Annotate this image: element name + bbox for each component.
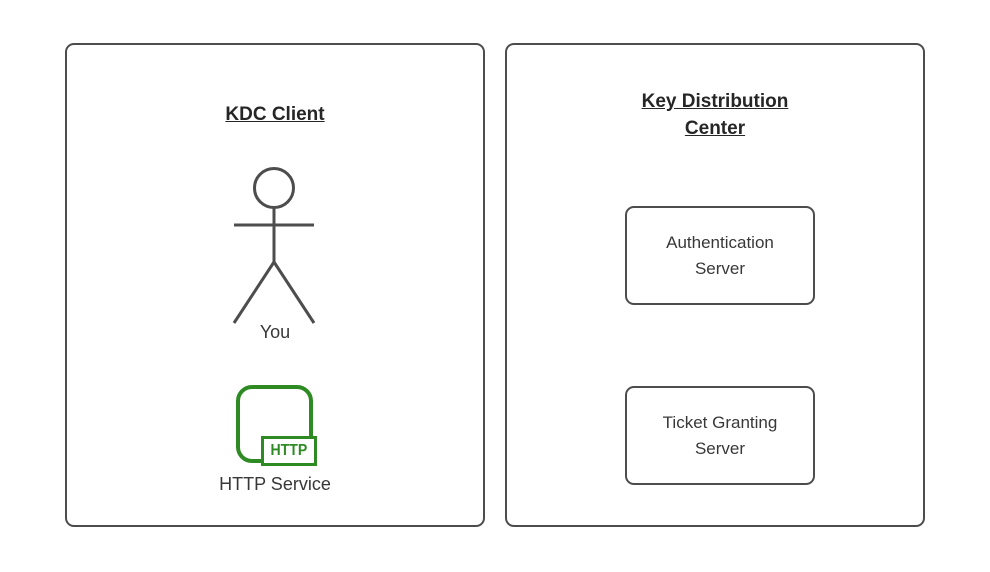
authentication-server-box: Authentication Server: [625, 206, 815, 305]
key-distribution-center-panel: Key Distribution Center Authentication S…: [505, 43, 925, 527]
authentication-server-label: Authentication Server: [666, 232, 774, 278]
actor-label: You: [259, 322, 291, 342]
key-distribution-center-title: Key Distribution Center: [641, 91, 789, 139]
http-badge-text: HTTP: [270, 442, 308, 459]
ticket-granting-server-label: Ticket Granting Server: [662, 412, 778, 458]
http-service-label: HTTP Service: [219, 474, 331, 494]
kdc-client-title: KDC Client: [225, 104, 325, 125]
person-icon: [232, 167, 316, 324]
kdc-client-panel: KDC Client You HTTP HTTP Service: [65, 43, 485, 527]
http-badge: HTTP: [261, 436, 317, 466]
ticket-granting-server-box: Ticket Granting Server: [625, 386, 815, 485]
